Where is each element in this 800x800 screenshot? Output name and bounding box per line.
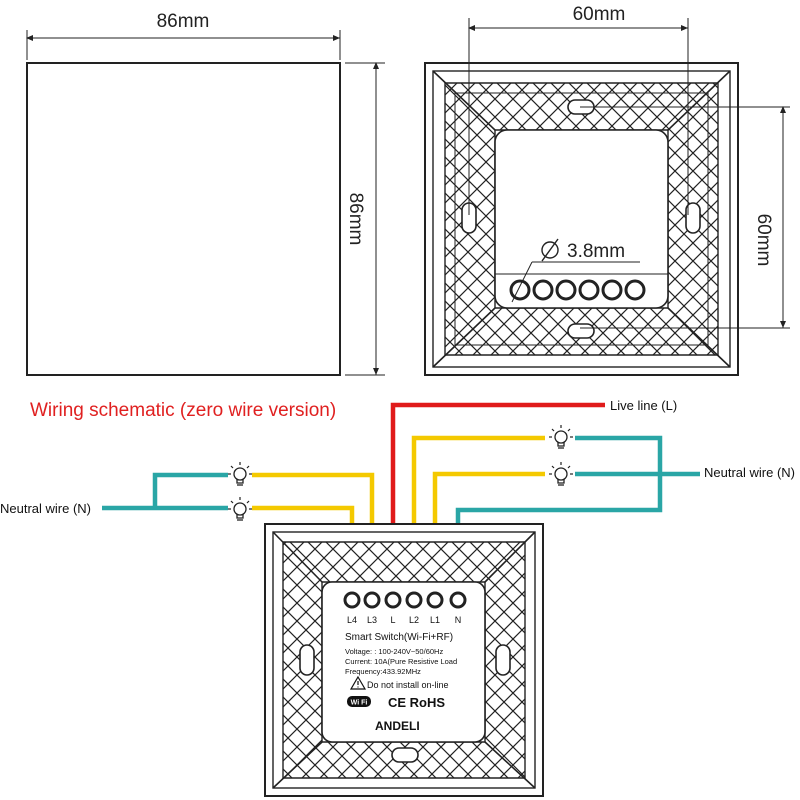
- model-label: Smart Switch(Wi-Fi+RF): [345, 632, 453, 643]
- front-height-dimension: 86mm: [345, 193, 366, 246]
- svg-text:Wi Fi: Wi Fi: [351, 700, 368, 707]
- terminal-label-L2: L2: [409, 615, 419, 625]
- mounting-slot-right: [685, 202, 701, 234]
- terminal-label-N: N: [455, 615, 462, 625]
- voltage-label: Voltage: : 100-240V~50/60Hz: [345, 647, 443, 656]
- diameter-icon: [541, 238, 559, 262]
- front-width-dimension: 86mm: [157, 11, 210, 32]
- neutral-wire-left-label: Neutral wire (N): [0, 501, 91, 516]
- light-bulb-icon: [227, 496, 253, 521]
- neutral-wire-left: [102, 472, 228, 511]
- terminal-label-L4: L4: [347, 615, 357, 625]
- schematic-title: Wiring schematic (zero wire version): [30, 400, 336, 421]
- terminal-label-L3: L3: [367, 615, 377, 625]
- warning-icon: [349, 675, 367, 690]
- brand-label: ANDELI: [375, 719, 420, 733]
- current-label: Current: 10A(Pure Resistive Load: [345, 657, 457, 666]
- light-bulb-icon: [548, 461, 574, 486]
- frequency-label: Frequency:433.92MHz: [345, 667, 421, 676]
- back-terminals: [509, 279, 646, 301]
- device-rear: L4 L3 L L2 L1 N Smart Switch(Wi-Fi+RF) V…: [264, 523, 544, 797]
- back-view: 3.8mm 60mm 60mm: [424, 4, 790, 376]
- terminal-label-L: L: [390, 615, 395, 625]
- back-vertical-spacing-dimension: 60mm: [753, 214, 774, 267]
- terminal-label-L1: L1: [430, 615, 440, 625]
- warning-label: Do not install on-line: [367, 680, 449, 690]
- light-bulb-icon: [548, 424, 574, 449]
- wifi-badge-icon: Wi Fi: [347, 696, 371, 707]
- light-bulb-icon: [227, 461, 253, 486]
- live-line-label: Live line (L): [610, 398, 677, 413]
- back-horizontal-spacing-dimension: 60mm: [573, 4, 626, 25]
- mounting-slot-bottom: [567, 323, 595, 339]
- front-view: 86mm 86mm: [26, 11, 385, 376]
- neutral-wire-right-label: Neutral wire (N): [704, 465, 795, 480]
- terminal-diameter-dimension: 3.8mm: [567, 241, 625, 262]
- certification-marks: CE RoHS: [388, 695, 445, 710]
